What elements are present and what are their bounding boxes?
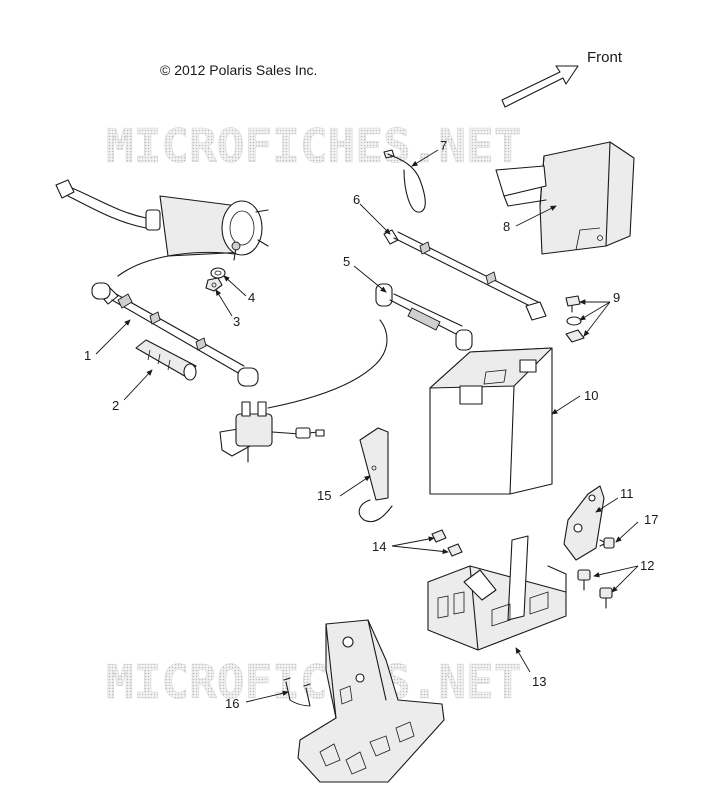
part-3-nut — [205, 277, 223, 292]
callout-8: 8 — [503, 219, 510, 234]
front-label: Front — [587, 49, 623, 66]
skid-plate — [297, 619, 445, 783]
part-11-bracket — [563, 485, 605, 561]
part-8-battery-cover — [495, 141, 635, 255]
callout-10: 10 — [584, 388, 598, 403]
callout-7: 7 — [440, 138, 447, 153]
callout-1: 1 — [84, 348, 91, 363]
copyright-notice: © 2012 Polaris Sales Inc. — [160, 62, 317, 78]
callout-2: 2 — [112, 398, 119, 413]
watermark-top: MICROFICHES.NET — [106, 119, 521, 173]
callout-9: 9 — [613, 290, 620, 305]
part-6-negative-cable — [383, 229, 547, 321]
part-12-bolts — [577, 569, 613, 609]
callout-13: 13 — [532, 674, 546, 689]
part-5-positive-cable — [375, 283, 473, 351]
part-17-bolt — [599, 537, 615, 549]
callout-16: 16 — [225, 696, 239, 711]
callout-4: 4 — [248, 290, 255, 305]
front-direction-arrow-icon — [501, 65, 579, 108]
callout-17: 17 — [644, 512, 658, 527]
callout-3: 3 — [233, 314, 240, 329]
callout-5: 5 — [343, 254, 350, 269]
callout-6: 6 — [353, 192, 360, 207]
callout-14: 14 — [372, 539, 386, 554]
callout-12: 12 — [640, 558, 654, 573]
callout-15: 15 — [317, 488, 331, 503]
starter-solenoid — [219, 401, 325, 463]
leader-lines — [95, 149, 639, 703]
solenoid-lead-wire — [267, 319, 388, 409]
part-9-hardware — [565, 295, 585, 343]
part-14-nuts — [431, 529, 463, 557]
part-7-cable-tie — [383, 149, 426, 213]
part-4-washer — [210, 267, 226, 279]
part-15-strap — [358, 427, 393, 523]
part-13-battery-tray — [427, 535, 567, 651]
part-2-boot — [135, 339, 197, 381]
part-10-battery — [429, 347, 553, 495]
watermark-bottom: MICROFICHES.NET — [106, 655, 521, 709]
starter-cable-upper — [117, 251, 235, 277]
callout-11: 11 — [620, 486, 634, 501]
part-1-cable — [91, 282, 259, 387]
starter-motor — [55, 179, 269, 261]
